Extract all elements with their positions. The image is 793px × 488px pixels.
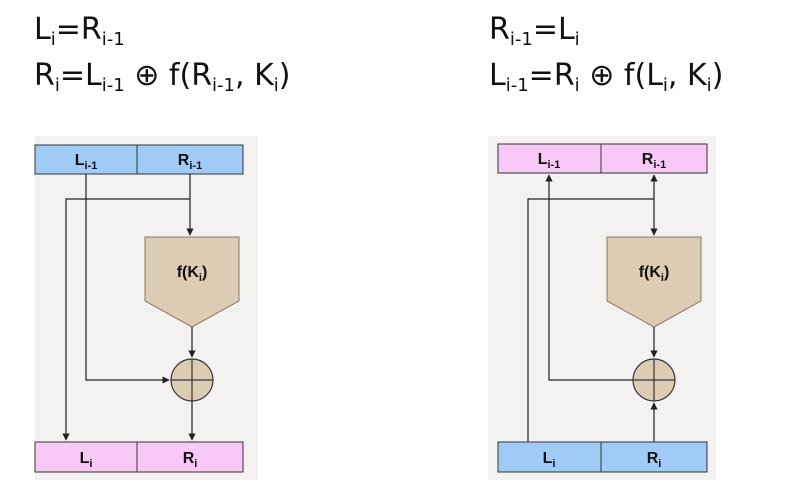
right-bottom-l-box — [497, 441, 602, 473]
left-top-l-label: Li-1 — [75, 152, 98, 172]
right-bottom-r-label: Ri — [647, 450, 662, 470]
right-top-r-box — [600, 143, 708, 174]
right-equation-line-1: Ri-1=Li — [489, 12, 580, 50]
right-top-l-box — [497, 143, 602, 174]
left-bottom-r-box — [136, 441, 244, 473]
left-bottom-r-label: Ri — [183, 450, 198, 470]
right-xor-to-top-l-arrow — [545, 174, 633, 381]
right-top-r-label: Ri-1 — [642, 151, 666, 171]
right-bottom-r-box — [600, 441, 708, 473]
left-feistel-round: Li-1 Ri-1 f(Ki) Li Ri — [34, 144, 244, 473]
right-bottom-l-to-node-line — [527, 198, 654, 442]
left-top-r-box — [136, 144, 244, 175]
left-equation-line-2: Ri=Li-1 ⊕ f(Ri-1, Ki) — [34, 58, 291, 96]
right-function-box — [606, 236, 702, 328]
right-top-l-label: Li-1 — [538, 151, 561, 171]
left-function-label: f(Ki) — [177, 264, 208, 284]
left-equation-line-1: Li=Ri-1 — [34, 12, 125, 50]
left-bottom-l-label: Li — [80, 450, 93, 470]
right-equation-line-2: Li-1=Ri ⊕ f(Li, Ki) — [489, 58, 724, 96]
left-bottom-l-box — [34, 441, 138, 473]
left-xor-icon — [170, 358, 214, 402]
right-feistel-round: Li-1 Ri-1 f(Ki) Li Ri — [497, 143, 708, 473]
right-xor-icon — [632, 358, 676, 402]
left-function-box — [144, 236, 240, 328]
right-function-label: f(Ki) — [639, 264, 670, 284]
left-r-to-bottom-l-arrow — [62, 198, 190, 441]
left-top-r-label: Ri-1 — [178, 152, 202, 172]
left-l-to-xor-arrow — [85, 174, 170, 384]
right-bottom-l-label: Li — [543, 450, 556, 470]
